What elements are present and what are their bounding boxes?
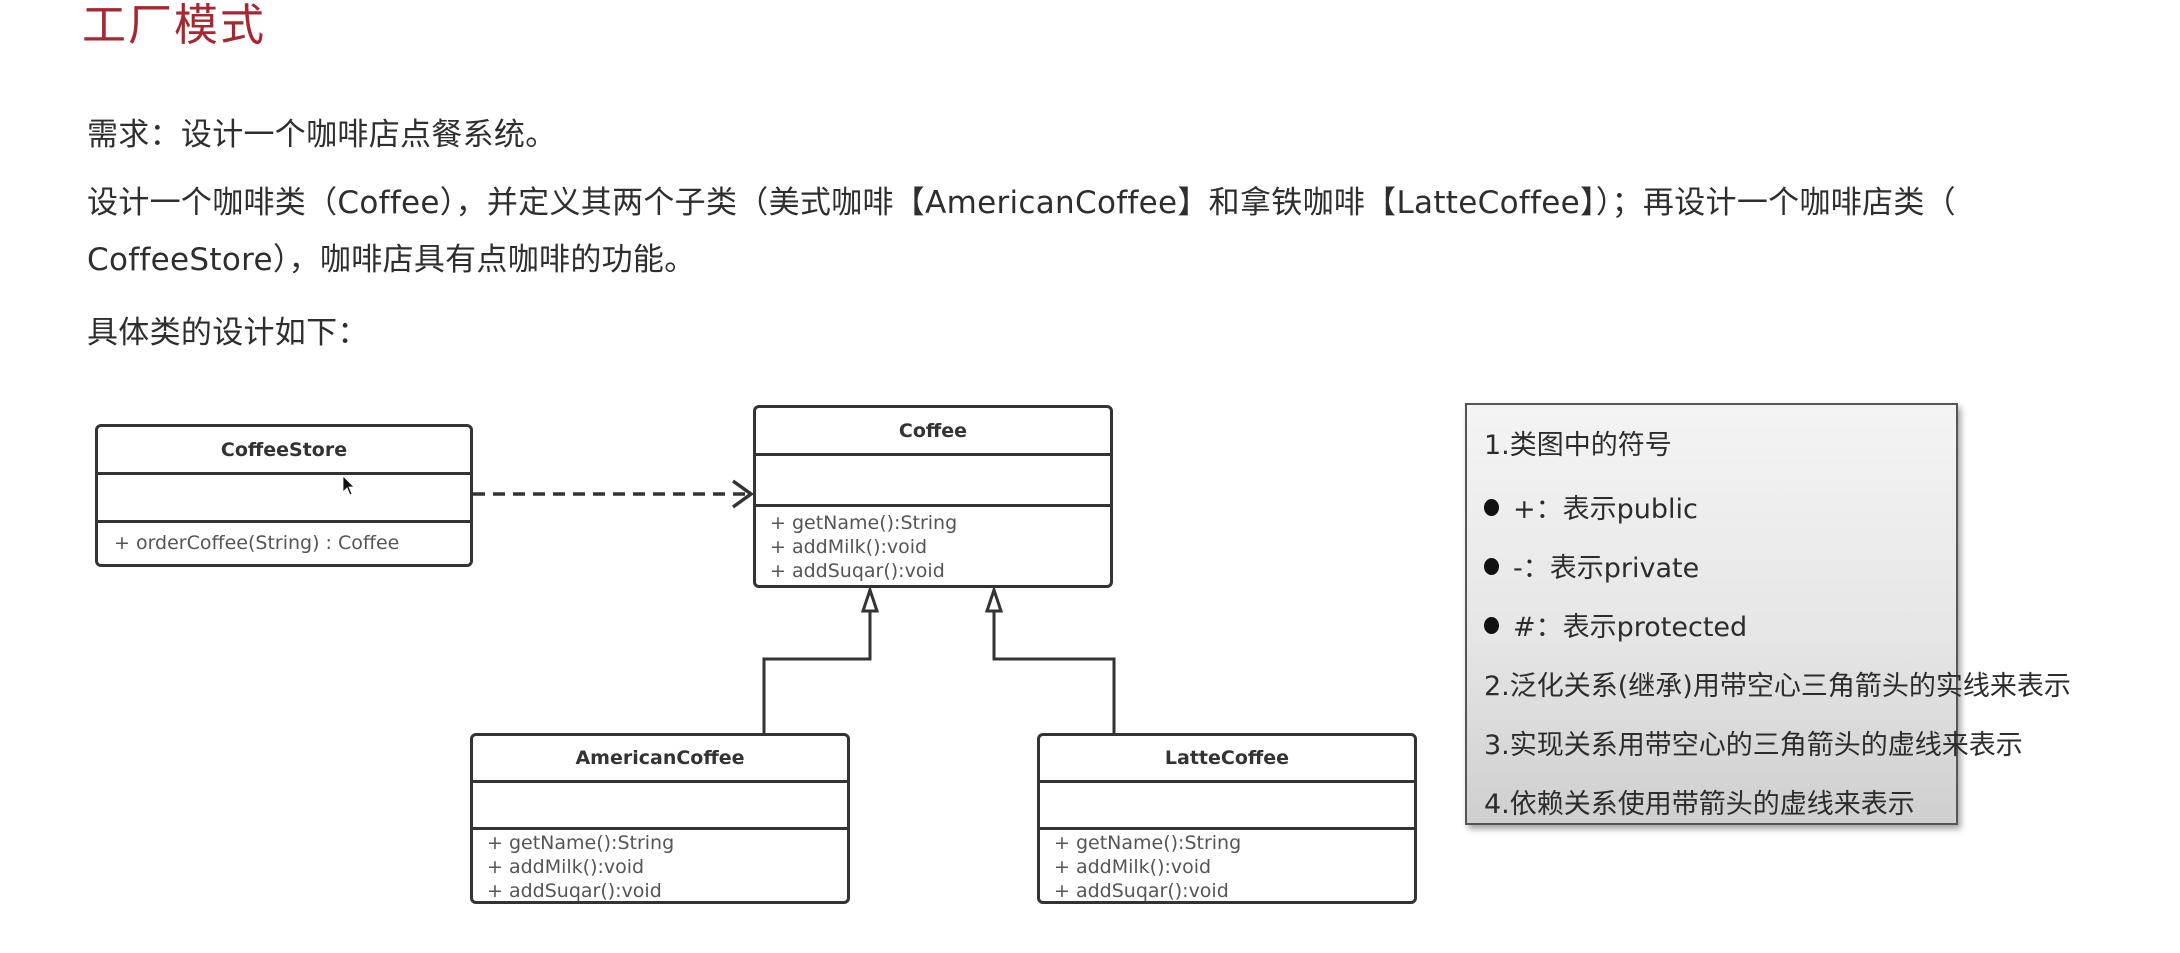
dependency-arrow: [473, 479, 754, 509]
requirement-text: 需求：设计一个咖啡店点餐系统。: [87, 117, 557, 153]
method: + addMilk():void: [487, 856, 645, 878]
generalization-latte: [984, 585, 1116, 733]
class-methods: + getName():String + addMilk():void + ad…: [1040, 830, 1414, 903]
method: + getName():String: [770, 512, 958, 534]
class-name: CoffeeStore: [98, 427, 470, 475]
hollow-triangle-arrowhead: [860, 585, 880, 613]
class-name: Coffee: [756, 408, 1110, 456]
legend-bullet: #：表示protected: [1484, 598, 1956, 657]
method: + addSuqar():void: [1054, 880, 1229, 902]
method: + getName():String: [487, 832, 675, 854]
class-latte-coffee[interactable]: LatteCoffee + getName():String + addMilk…: [1037, 733, 1417, 904]
class-attributes: [473, 783, 847, 830]
method: + addSuqar():void: [487, 880, 662, 902]
legend-bullet-text: +：表示public: [1513, 494, 1698, 525]
hollow-triangle-arrowhead: [984, 585, 1004, 613]
class-attributes: [98, 475, 470, 523]
method: + getName():String: [1054, 832, 1242, 854]
bullet-icon: [1484, 499, 1499, 516]
class-coffee-store[interactable]: CoffeeStore + orderCoffee(String) : Coff…: [95, 424, 473, 567]
description-line-2: CoffeeStore），咖啡店具有点咖啡的功能。: [87, 242, 696, 278]
class-methods: + getName():String + addMilk():void + ad…: [473, 830, 847, 903]
generalization-american: [762, 585, 880, 733]
page-title: 工厂模式: [82, 0, 266, 51]
legend-note: 3.实现关系用带空心的三角箭头的虚线来表示: [1484, 730, 2023, 761]
class-attributes: [1040, 783, 1414, 830]
legend-note: 2.泛化关系(继承)用带空心三角箭头的实线来表示: [1484, 671, 2071, 702]
generalization-line: [762, 611, 872, 733]
legend-bullet: -：表示private: [1484, 539, 1956, 598]
legend-note: 4.依赖关系使用带箭头的虚线来表示: [1484, 789, 1915, 820]
legend-bullet-text: -：表示private: [1513, 553, 1700, 584]
class-name: AmericanCoffee: [473, 736, 847, 783]
method: + addMilk():void: [770, 536, 928, 558]
legend-bullet: +：表示public: [1484, 480, 1956, 539]
class-attributes: [756, 456, 1110, 507]
class-methods: + getName():String + addMilk():void + ad…: [756, 507, 1110, 583]
class-methods: + orderCoffee(String) : Coffee: [98, 523, 470, 555]
uml-legend-box: 1.类图中的符号 +：表示public -：表示private #：表示prot…: [1465, 403, 2071, 825]
bullet-icon: [1484, 558, 1499, 575]
dependency-arrowhead: [731, 479, 754, 509]
legend-heading: 1.类图中的符号: [1484, 430, 1672, 461]
method: + addSuqar():void: [770, 560, 945, 582]
class-name: LatteCoffee: [1040, 736, 1414, 783]
method: + addMilk():void: [1054, 856, 1212, 878]
class-american-coffee[interactable]: AmericanCoffee + getName():String + addM…: [470, 733, 850, 904]
class-coffee[interactable]: Coffee + getName():String + addMilk():vo…: [753, 405, 1113, 588]
legend-bullet-text: #：表示protected: [1513, 612, 1748, 643]
design-intro-text: 具体类的设计如下：: [87, 315, 369, 351]
mouse-cursor-icon: [342, 475, 355, 496]
method: + orderCoffee(String) : Coffee: [114, 532, 400, 554]
generalization-line: [992, 611, 1116, 733]
bullet-icon: [1484, 617, 1499, 634]
description-line-1: 设计一个咖啡类（Coffee），并定义其两个子类（美式咖啡【AmericanCo…: [87, 185, 1956, 221]
